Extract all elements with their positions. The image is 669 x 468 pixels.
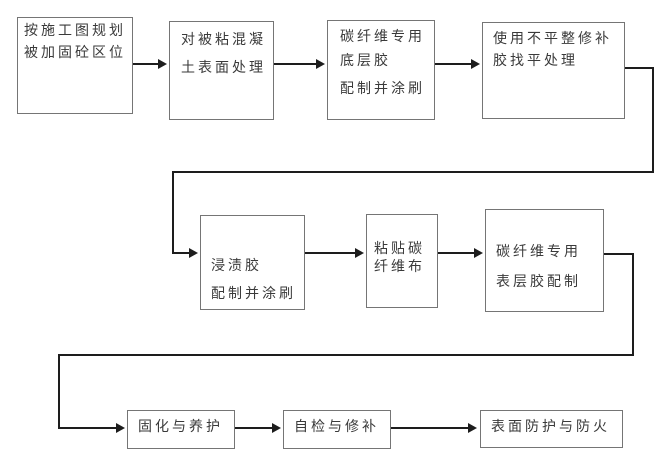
arrow-icon: [116, 423, 125, 433]
connector-line: [235, 427, 273, 429]
box-text-line: 碳纤维专用: [496, 243, 581, 259]
box-text-line: 表面防护与防火: [491, 418, 610, 434]
connector-line: [172, 171, 654, 173]
box-text-line: 底层胶: [340, 52, 391, 68]
box-text-line: 粘贴碳: [374, 240, 425, 256]
box-text-line: 自检与修补: [294, 418, 379, 434]
arrow-icon: [474, 248, 483, 258]
connector-line: [172, 252, 189, 254]
connector-line: [58, 427, 116, 429]
flow-box-surface-protection: 表面防护与防火: [480, 410, 623, 448]
box-text-line: 胶找平处理: [493, 52, 578, 68]
arrow-icon: [272, 423, 281, 433]
flow-box-leveling-repair: 使用不平整修补 胶找平处理: [482, 22, 625, 119]
connector-line: [172, 171, 174, 253]
box-text-line: 碳纤维专用: [340, 28, 425, 44]
connector-line: [435, 63, 472, 65]
flow-box-primer-adhesive: 碳纤维专用 底层胶 配制并涂刷: [327, 20, 435, 120]
connector-line: [625, 67, 653, 69]
box-text-line: 土表面处理: [181, 59, 266, 75]
arrow-icon: [158, 59, 167, 69]
arrow-icon: [316, 59, 325, 69]
flow-box-saturant-adhesive: 浸渍胶 配制并涂刷: [200, 215, 305, 310]
box-text-line: 浸渍胶: [211, 257, 262, 273]
connector-line: [438, 252, 475, 254]
flow-box-concrete-surface-treatment: 对被粘混凝 土表面处理: [169, 21, 274, 120]
connector-line: [133, 63, 159, 65]
box-text-line: 固化与养护: [138, 418, 223, 434]
flow-box-attach-carbon-fiber-cloth: 粘贴碳 纤维布: [366, 214, 438, 308]
connector-line: [652, 67, 654, 172]
connector-line: [274, 63, 317, 65]
box-text-line: 按施工图规划: [24, 22, 126, 38]
flow-box-plan-location: 按施工图规划 被加固砼区位: [17, 17, 133, 114]
box-text-line: 使用不平整修补: [493, 30, 612, 46]
connector-line: [604, 253, 633, 255]
connector-line: [305, 252, 356, 254]
box-text-line: 纤维布: [374, 258, 425, 274]
arrow-icon: [471, 59, 480, 69]
box-text-line: 对被粘混凝: [181, 31, 266, 47]
flow-box-curing: 固化与养护: [127, 410, 235, 449]
arrow-icon: [189, 248, 198, 258]
arrow-icon: [468, 423, 477, 433]
flow-box-topcoat-adhesive: 碳纤维专用 表层胶配制: [485, 209, 604, 312]
box-text-line: 配制并涂刷: [211, 285, 296, 301]
connector-line: [58, 354, 634, 356]
box-text-line: 配制并涂刷: [340, 80, 425, 96]
box-text-line: 表层胶配制: [496, 273, 581, 289]
flow-box-self-inspection-repair: 自检与修补: [283, 410, 391, 449]
box-text-line: 被加固砼区位: [24, 44, 126, 60]
arrow-icon: [355, 248, 364, 258]
connector-line: [632, 253, 634, 355]
connector-line: [58, 354, 60, 428]
connector-line: [391, 427, 469, 429]
